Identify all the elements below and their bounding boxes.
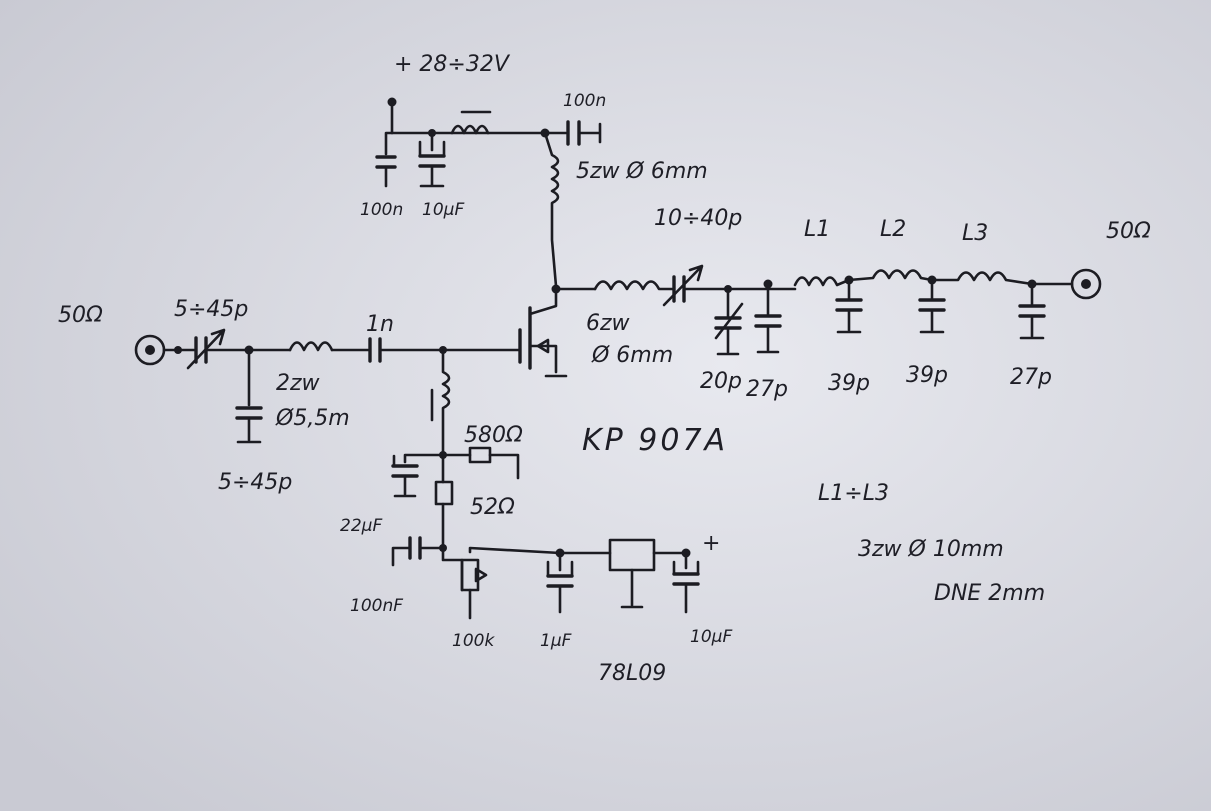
regulator-label: 78L09 <box>598 661 666 686</box>
coil-note-range: L1÷L3 <box>818 481 889 506</box>
cap-1uF-label: 1μF <box>540 631 572 651</box>
output-coil-diameter-label: Ø 6mm <box>591 343 673 368</box>
cap-10uF-right-label: 10μF <box>690 627 732 647</box>
coil-l1-label: L1 <box>804 217 830 242</box>
cap-100n-left-label: 100n <box>360 200 403 220</box>
coil-note-wire: DNE 2mm <box>934 581 1045 606</box>
coil-note-spec: 3zw Ø 10mm <box>858 537 1004 562</box>
input-trimmer-label: 5÷45p <box>174 297 248 322</box>
input-section <box>134 328 522 444</box>
cap-27p-label: 27p <box>746 377 788 402</box>
cap-22uF-label: 22μF <box>340 516 382 536</box>
cap-27p-b-label: 27p <box>1010 365 1052 390</box>
bias-section <box>391 348 700 620</box>
shunt-trimmer-label: 5÷45p <box>218 470 292 495</box>
cap-100n-top-label: 100n <box>563 91 606 111</box>
resistor-580-label: 580Ω <box>464 423 523 448</box>
input-coil-turns-label: 2zw <box>276 371 321 396</box>
mosfet-kp907a <box>518 284 568 378</box>
output-section <box>554 264 1102 356</box>
output-coil-turns-label: 6zw <box>586 311 631 336</box>
supply-section <box>375 97 602 288</box>
cap-1n-label: 1n <box>366 312 394 337</box>
input-impedance-label: 50Ω <box>58 303 103 328</box>
drain-choke-label: 5zw Ø 6mm <box>576 159 708 184</box>
cap-39p-b-label: 39p <box>906 363 948 388</box>
supply-plus-label: + <box>702 531 720 556</box>
cap-10uF-left-label: 10μF <box>422 200 464 220</box>
transistor-label: KP 907A <box>582 423 728 458</box>
coil-l2-label: L2 <box>880 217 906 242</box>
output-impedance-label: 50Ω <box>1106 219 1151 244</box>
output-connector-icon <box>1070 268 1102 300</box>
pot-100k-label: 100k <box>452 631 495 651</box>
input-coil-diameter-label: Ø5,5m <box>275 406 350 431</box>
supply-voltage-label: + 28÷32V <box>394 52 511 77</box>
cap-20p-label: 20p <box>700 369 742 394</box>
resistor-52-label: 52Ω <box>470 495 515 520</box>
output-trimmer-label: 10÷40p <box>654 206 742 231</box>
cap-100nF-label: 100nF <box>350 596 403 616</box>
coil-l3-label: L3 <box>962 221 988 246</box>
cap-39p-a-label: 39p <box>828 371 870 396</box>
